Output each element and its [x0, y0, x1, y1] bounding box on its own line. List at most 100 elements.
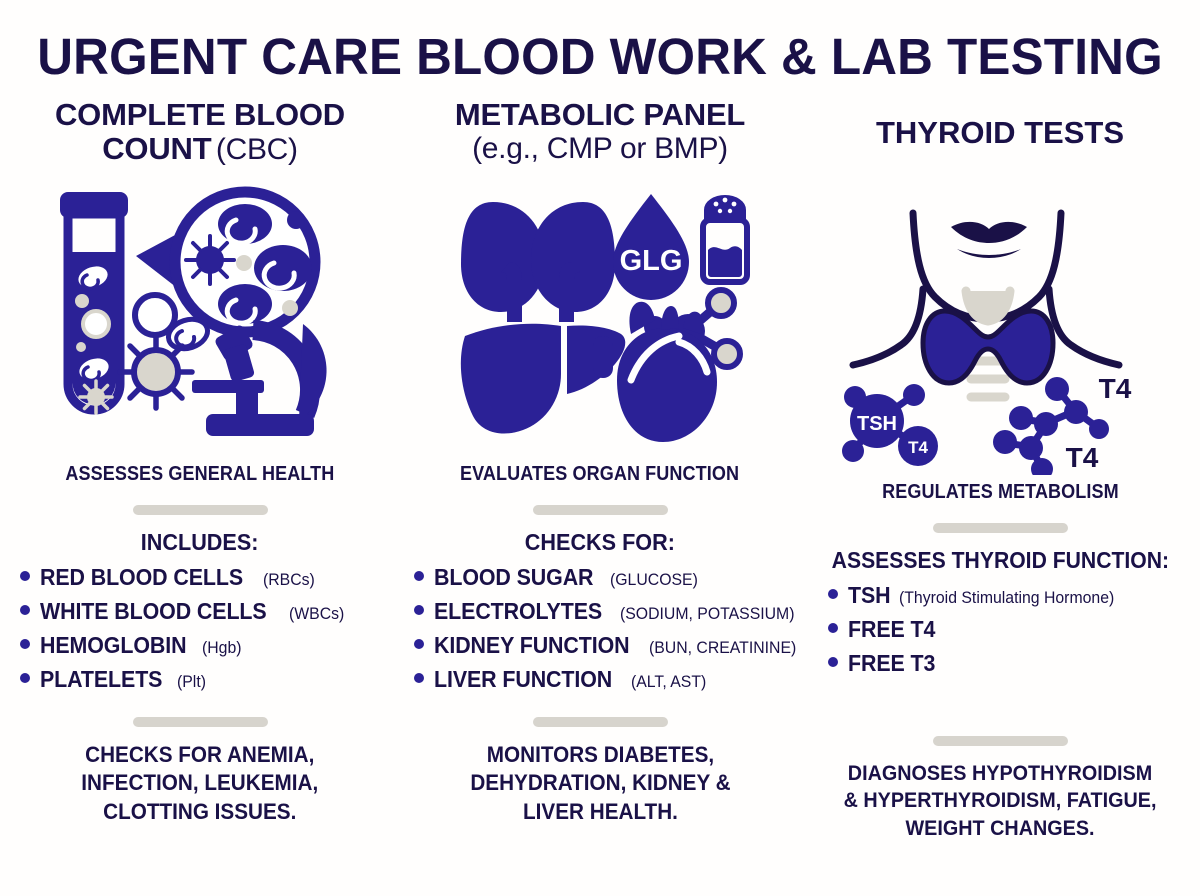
footer-line: CHECKS FOR ANEMIA, — [85, 741, 315, 767]
list-metabolic: BLOOD SUGAR (GLUCOSE) ELECTROLYTES (SODI… — [400, 564, 800, 700]
item-label: FREE T3 — [848, 649, 936, 676]
bullet-dot-icon — [828, 588, 838, 599]
list-thyroid: TSH (Thyroid Stimulating Hormone) FREE T… — [800, 582, 1200, 684]
footer-line: MONITORS DIABETES, — [486, 741, 714, 767]
item-label: RED BLOOD CELLS — [40, 563, 244, 590]
heading-line-1: COMPLETE BLOOD — [55, 96, 345, 132]
heading-abbrev: (CBC) — [215, 132, 298, 166]
item-label: PLATELETS — [40, 665, 163, 692]
thyroid-gland-icon — [920, 308, 1056, 386]
footer-metabolic: MONITORS DIABETES, DEHYDRATION, KIDNEY &… — [470, 741, 730, 827]
metabolic-artwork: GLG — [460, 194, 750, 443]
list-heading-cbc: INCLUDES: — [141, 528, 259, 555]
tagline-thyroid: REGULATES METABOLISM — [881, 479, 1119, 503]
list-heading-thyroid: ASSESSES THYROID FUNCTION: — [831, 546, 1169, 573]
germ-icon — [184, 234, 236, 287]
list-item: ELECTROLYTES (SODIUM, POTASSIUM) — [414, 598, 800, 625]
list-item: BLOOD SUGAR (GLUCOSE) — [414, 564, 800, 591]
footer-line: LIVER HEALTH. — [522, 799, 678, 825]
heading-example: (e.g., CMP or BMP) — [472, 131, 728, 165]
bullet-dot-icon — [414, 570, 424, 581]
item-label: FREE T4 — [848, 615, 936, 642]
item-label: BLOOD SUGAR — [434, 563, 594, 590]
list-item: HEMOGLOBIN (Hgb) — [20, 632, 400, 659]
tsh-molecule-icon: TSH T4 — [842, 383, 938, 466]
t4-label-top: T4 — [1099, 373, 1132, 404]
column-cbc: COMPLETE BLOOD COUNT (CBC) — [0, 96, 400, 843]
column-heading-cbc: COMPLETE BLOOD COUNT (CBC) — [55, 96, 345, 172]
item-paren: (GLUCOSE) — [610, 569, 699, 589]
heading-line-1: METABOLIC PANEL — [454, 96, 746, 132]
footer-line: & HYPERTHYROIDISM, FATIGUE, — [843, 788, 1157, 813]
tagline-cbc: ASSESSES GENERAL HEALTH — [65, 461, 335, 485]
bullet-dot-icon — [414, 604, 424, 615]
cbc-illustration — [0, 172, 400, 462]
bullet-dot-icon — [20, 570, 30, 581]
thyroid-artwork: TSH T4 — [842, 209, 1132, 475]
page-title: URGENT CARE BLOOD WORK & LAB TESTING — [37, 28, 1163, 85]
footer-line: DEHYDRATION, KIDNEY & — [469, 770, 731, 796]
metabolic-illustration: GLG — [400, 172, 800, 462]
item-paren: (WBCs) — [288, 603, 344, 623]
item-label: TSH — [848, 581, 891, 608]
bullet-dot-icon — [414, 672, 424, 683]
tube-cells — [75, 266, 114, 415]
item-paren: (RBCs) — [263, 569, 316, 589]
list-item: FREE T4 — [828, 616, 1200, 643]
footer-line: DIAGNOSES HYPOTHYROIDISM — [847, 760, 1153, 785]
divider-top-thyroid — [932, 522, 1068, 533]
kidneys-icon — [461, 202, 615, 323]
column-heading-thyroid: THYROID TESTS — [876, 98, 1124, 190]
footer-thyroid: DIAGNOSES HYPOTHYROIDISM & HYPERTHYROIDI… — [844, 760, 1157, 843]
divider-bottom-metabolic — [532, 716, 668, 727]
item-paren: (Plt) — [176, 671, 206, 691]
columns-container: COMPLETE BLOOD COUNT (CBC) — [0, 84, 1200, 843]
thyroid-illustration: TSH T4 — [800, 190, 1200, 480]
item-label: LIVER FUNCTION — [434, 665, 613, 692]
divider-bottom-cbc — [132, 716, 268, 727]
bullet-dot-icon — [20, 604, 30, 615]
blood-drop-icon: GLG — [613, 194, 689, 301]
list-item: WHITE BLOOD CELLS (WBCs) — [20, 598, 400, 625]
list-heading-metabolic: CHECKS FOR: — [524, 528, 676, 555]
test-tube-icon — [60, 192, 128, 415]
list-item: TSH (Thyroid Stimulating Hormone) — [828, 582, 1200, 609]
t4-label-inner: T4 — [908, 438, 928, 457]
bullet-dot-icon — [20, 638, 30, 649]
t4-label-bottom: T4 — [1066, 442, 1099, 473]
footer-cbc: CHECKS FOR ANEMIA, INFECTION, LEUKEMIA, … — [82, 741, 319, 827]
item-paren: (Hgb) — [202, 637, 242, 657]
list-item: KIDNEY FUNCTION (BUN, CREATININE) — [414, 632, 800, 659]
bullet-dot-icon — [414, 638, 424, 649]
cbc-artwork — [60, 186, 327, 437]
magnified-cells — [184, 204, 312, 326]
divider-bottom-thyroid — [932, 735, 1068, 746]
item-paren: (Thyroid Stimulating Hormone) — [898, 587, 1114, 607]
item-paren: (ALT, AST) — [630, 671, 706, 691]
drop-label: GLG — [620, 245, 683, 277]
divider-top-metabolic — [532, 504, 668, 515]
divider-top-cbc — [132, 504, 268, 515]
list-cbc: RED BLOOD CELLS (RBCs) WHITE BLOOD CELLS… — [0, 564, 400, 700]
salt-shaker-icon — [700, 195, 750, 286]
tagline-metabolic: EVALUATES ORGAN FUNCTION — [460, 461, 740, 485]
footer-line: CLOTTING ISSUES. — [103, 799, 297, 825]
item-label: KIDNEY FUNCTION — [434, 631, 630, 658]
loose-cells — [117, 292, 211, 411]
heading-line-2: COUNT — [102, 130, 212, 166]
list-item: PLATELETS (Plt) — [20, 666, 400, 693]
list-item: LIVER FUNCTION (ALT, AST) — [414, 666, 800, 693]
bullet-dot-icon — [828, 622, 838, 633]
column-metabolic: METABOLIC PANEL (e.g., CMP or BMP) — [400, 96, 800, 843]
item-paren: (BUN, CREATININE) — [649, 637, 797, 657]
column-heading-metabolic: METABOLIC PANEL (e.g., CMP or BMP) — [454, 96, 746, 172]
heart-icon — [593, 301, 717, 443]
item-label: WHITE BLOOD CELLS — [40, 597, 267, 624]
item-label: HEMOGLOBIN — [40, 631, 187, 658]
bullet-dot-icon — [20, 672, 30, 683]
lips-icon — [951, 221, 1027, 258]
bullet-dot-icon — [828, 656, 838, 667]
item-label: ELECTROLYTES — [434, 597, 603, 624]
germ-icon — [78, 379, 114, 415]
